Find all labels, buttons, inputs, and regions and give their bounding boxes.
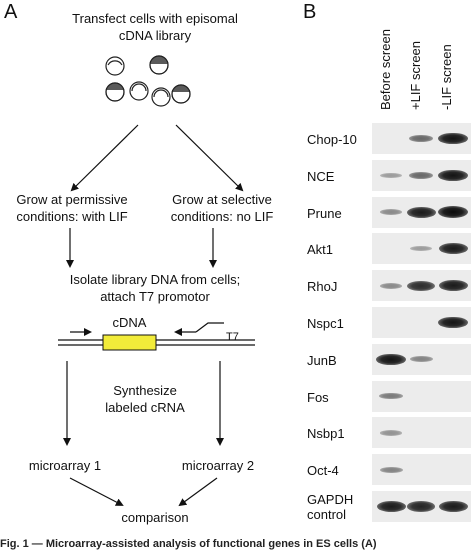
- comparison-label: comparison: [121, 510, 189, 525]
- gene-label: Chop-10: [307, 132, 357, 147]
- gel-band: [407, 280, 435, 291]
- gel-band: [376, 500, 406, 513]
- gene-label: Oct-4: [307, 463, 339, 479]
- panel-a-letter: A: [4, 1, 18, 23]
- column-header-plus-lif: +LIF screen: [408, 40, 423, 110]
- synthesize-step-line1: Synthesize: [113, 383, 177, 398]
- gel-band: [376, 353, 406, 366]
- gel-band: [408, 134, 434, 143]
- gene-label: Prune: [307, 205, 342, 221]
- cdna-label: cDNA: [112, 315, 147, 330]
- branch-right-line2: conditions: no LIF: [170, 209, 274, 224]
- gene-label: RhoJ: [307, 279, 338, 295]
- isolate-step-line2: attach T7 promotor: [100, 289, 210, 304]
- gel-band: [410, 246, 432, 252]
- gel-lane-row: [372, 454, 471, 486]
- gel-band: [438, 243, 468, 255]
- gel-lane-row: [372, 417, 471, 449]
- gel-band: [409, 356, 433, 363]
- gene-label: Nsbp1: [307, 426, 345, 442]
- branch-left-line2: conditions: with LIF: [16, 209, 128, 224]
- gel-band: [406, 206, 436, 218]
- gel-band: [438, 316, 468, 329]
- gel-band: [438, 132, 468, 145]
- gel-band: [438, 280, 468, 292]
- gel-band: [438, 206, 468, 219]
- panel-b-letter: B: [303, 1, 317, 23]
- gel-band: [379, 282, 403, 289]
- transfect-step-line2: cDNA library: [118, 28, 192, 43]
- t7-label: T7: [226, 331, 239, 343]
- gene-label: Nspc1: [307, 316, 344, 331]
- gel-band: [379, 209, 403, 216]
- gene-label: GAPDH control: [307, 492, 354, 522]
- branch-right-line1: Grow at selective: [172, 192, 272, 207]
- isolate-step-line1: Isolate library DNA from cells;: [69, 272, 241, 287]
- microarray-2-label: microarray 2: [181, 458, 255, 473]
- gene-label: Fos: [307, 389, 329, 405]
- gel-band: [438, 169, 468, 182]
- transfect-step-line1: Transfect cells with episomal: [72, 11, 238, 26]
- gel-band: [408, 171, 434, 180]
- gel-band: [438, 500, 468, 513]
- branch-left-line1: Grow at permissive: [16, 192, 128, 207]
- gel-band: [379, 392, 403, 400]
- figure-caption: Fig. 1 — Microarray-assisted analysis of…: [0, 538, 377, 550]
- gene-label: JunB: [307, 352, 337, 368]
- flow-arrows: [58, 124, 255, 507]
- column-header-minus-lif: -LIF screen: [439, 44, 454, 110]
- gene-label: NCE: [307, 168, 335, 184]
- gene-label: Akt1: [307, 242, 334, 258]
- column-header-before: Before screen: [378, 29, 393, 110]
- synthesize-step-line2: labeled cRNA: [105, 400, 185, 415]
- gel-band: [380, 430, 402, 436]
- gel-band: [406, 501, 436, 512]
- gel-band: [379, 466, 403, 473]
- microarray-1-label: microarray 1: [28, 458, 102, 473]
- gel-band: [380, 172, 402, 178]
- cell-cluster-icon: [105, 55, 191, 107]
